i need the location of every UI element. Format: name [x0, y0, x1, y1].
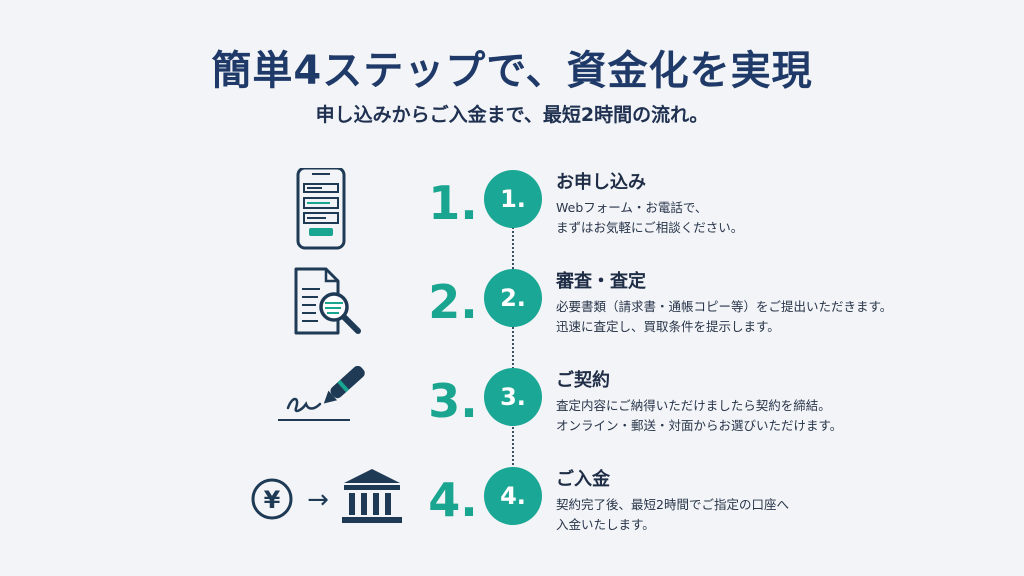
step-title: ご契約	[556, 370, 610, 391]
step-description: Webフォーム・お電話で、 まずはお気軽にご相談ください。	[556, 198, 743, 238]
step-description-line: Webフォーム・お電話で、	[556, 200, 708, 215]
step-description-line: 契約完了後、最短2時間でご指定の口座へ	[556, 497, 789, 512]
step-description-line: 入金いたします。	[556, 517, 655, 532]
step-title: 審査・査定	[556, 271, 646, 292]
step-number-circle: 2.	[484, 269, 542, 327]
yen-coin-icon	[251, 478, 293, 520]
step-number-circle: 1.	[484, 170, 542, 228]
step-title: ご入金	[556, 469, 610, 490]
step-description-line: 査定内容にご納得いただけましたら契約を締結。	[556, 398, 831, 413]
step-2: 2. 2. 審査・査定 必要書類（請求書・通帳コピー等）をご提出いただきます。 …	[0, 267, 1024, 367]
page-subtitle: 申し込みからご入金まで、最短2時間の流れ。	[315, 104, 709, 126]
step-4: ¥ → 4. 4. ご入金 契約完了後、最短2時間でご指定の口座へ 入金いたしま…	[0, 465, 1024, 565]
step-number-large: 2.	[428, 275, 478, 329]
step-description-line: オンライン・郵送・対面からお選びいただけます。	[556, 418, 843, 433]
step-number-large: 3.	[428, 374, 478, 428]
step-number-large: 4.	[428, 473, 478, 527]
step-description: 必要書類（請求書・通帳コピー等）をご提出いただきます。 迅速に査定し、買取条件を…	[556, 297, 892, 337]
yen-symbol: ¥	[264, 486, 281, 514]
step-title: お申し込み	[556, 172, 646, 193]
timeline-connector	[512, 200, 514, 500]
step-description: 契約完了後、最短2時間でご指定の口座へ 入金いたします。	[556, 495, 789, 535]
step-description-line: まずはお気軽にご相談ください。	[556, 220, 744, 235]
arrow-right-icon: →	[307, 485, 329, 515]
bank-icon	[342, 469, 402, 523]
step-description: 査定内容にご納得いただけましたら契約を締結。 オンライン・郵送・対面からお選びい…	[556, 396, 842, 436]
page-title: 簡単4ステップで、資金化を実現	[211, 48, 813, 94]
document-magnifier-icon	[240, 267, 400, 357]
step-1: 1. 1. お申し込み Webフォーム・お電話で、 まずはお気軽にご相談ください…	[0, 166, 1024, 268]
smartphone-form-icon	[240, 166, 400, 258]
step-number-circle: 3.	[484, 368, 542, 426]
step-number-large: 1.	[428, 176, 478, 230]
yen-to-bank-icon: ¥ →	[232, 465, 412, 555]
step-number-circle: 4.	[484, 467, 542, 525]
fountain-pen-signature-icon	[240, 365, 400, 456]
step-description-line: 必要書類（請求書・通帳コピー等）をご提出いただきます。	[556, 299, 893, 314]
step-description-line: 迅速に査定し、買取条件を提示します。	[556, 319, 780, 334]
step-3: 3. 3. ご契約 査定内容にご納得いただけましたら契約を締結。 オンライン・郵…	[0, 365, 1024, 466]
